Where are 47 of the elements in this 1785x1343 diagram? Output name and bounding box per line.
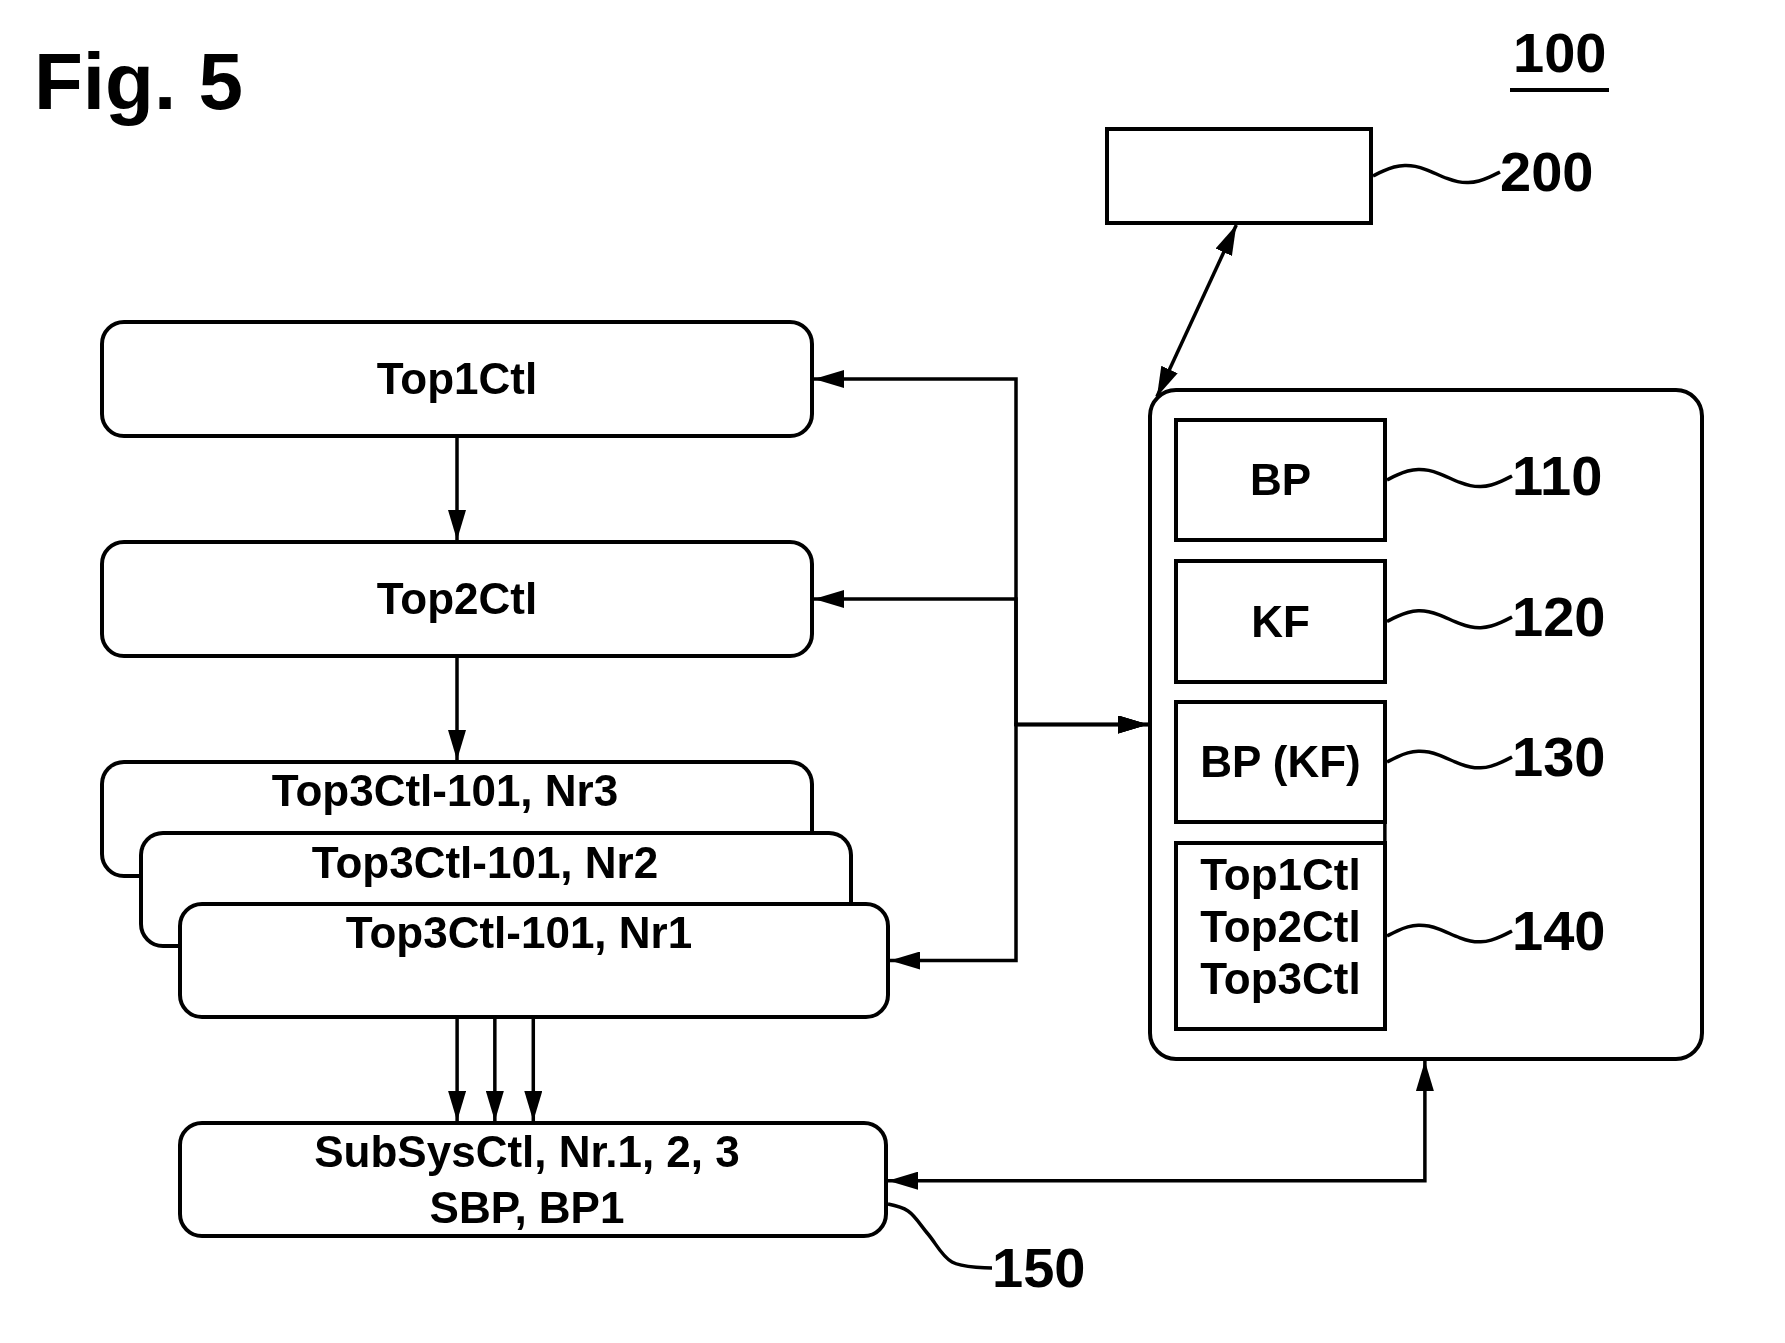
rounded-panel	[1148, 388, 1704, 1061]
double-arrow	[888, 1061, 1434, 1190]
box-label: KF	[1251, 595, 1310, 648]
arrow	[448, 658, 466, 760]
reference-numeral: 100	[1510, 25, 1610, 92]
leader-line	[1386, 923, 1513, 944]
module-box	[1174, 559, 1387, 684]
box-label: Top2Ctl	[376, 573, 538, 625]
box-label: SubSysCtl, Nr.1, 2, 3	[314, 1125, 740, 1178]
box-label: Top2Ctl	[1200, 901, 1361, 953]
leader-line	[1386, 749, 1513, 770]
process-box	[178, 902, 890, 1019]
reference-numeral: 200	[1500, 144, 1594, 200]
arrow	[448, 438, 466, 540]
box-label: SBP, BP1	[429, 1181, 625, 1234]
arrow	[485, 1019, 504, 1121]
reference-numeral: 110	[1512, 448, 1603, 504]
box-label: BP (KF)	[1200, 736, 1361, 788]
double-arrow	[1155, 224, 1238, 398]
box-label: Top3Ctl-101, Nr3	[271, 765, 619, 817]
process-box	[139, 831, 853, 902]
reference-numeral: 120	[1512, 589, 1606, 645]
process-box	[100, 760, 814, 831]
connector-line	[1383, 824, 1387, 841]
module-box	[1174, 418, 1387, 542]
box-label: Top3Ctl-101, Nr2	[311, 837, 659, 889]
arrow	[524, 1019, 543, 1121]
double-arrow	[890, 715, 1148, 970]
box-label: Top3Ctl	[1200, 953, 1361, 1005]
box-label: Top3Ctl-101, Nr1	[345, 907, 693, 959]
reference-numeral: 140	[1512, 903, 1606, 959]
leader-line	[1372, 163, 1501, 185]
reference-numeral: 130	[1512, 729, 1606, 785]
process-box	[100, 320, 814, 438]
box-label: Top1Ctl	[1200, 849, 1361, 901]
leader-line	[1386, 609, 1513, 630]
reference-numeral: 150	[992, 1240, 1086, 1296]
box-label: BP	[1249, 454, 1312, 506]
leader-line	[1386, 467, 1513, 489]
box-label: Top1Ctl	[376, 353, 538, 405]
process-box	[178, 1121, 888, 1238]
module-box	[1174, 841, 1387, 1031]
module-box	[1174, 700, 1387, 824]
process-box	[100, 540, 814, 658]
empty-box	[1105, 127, 1373, 225]
arrow	[448, 1019, 467, 1121]
leader-line	[887, 1202, 993, 1270]
